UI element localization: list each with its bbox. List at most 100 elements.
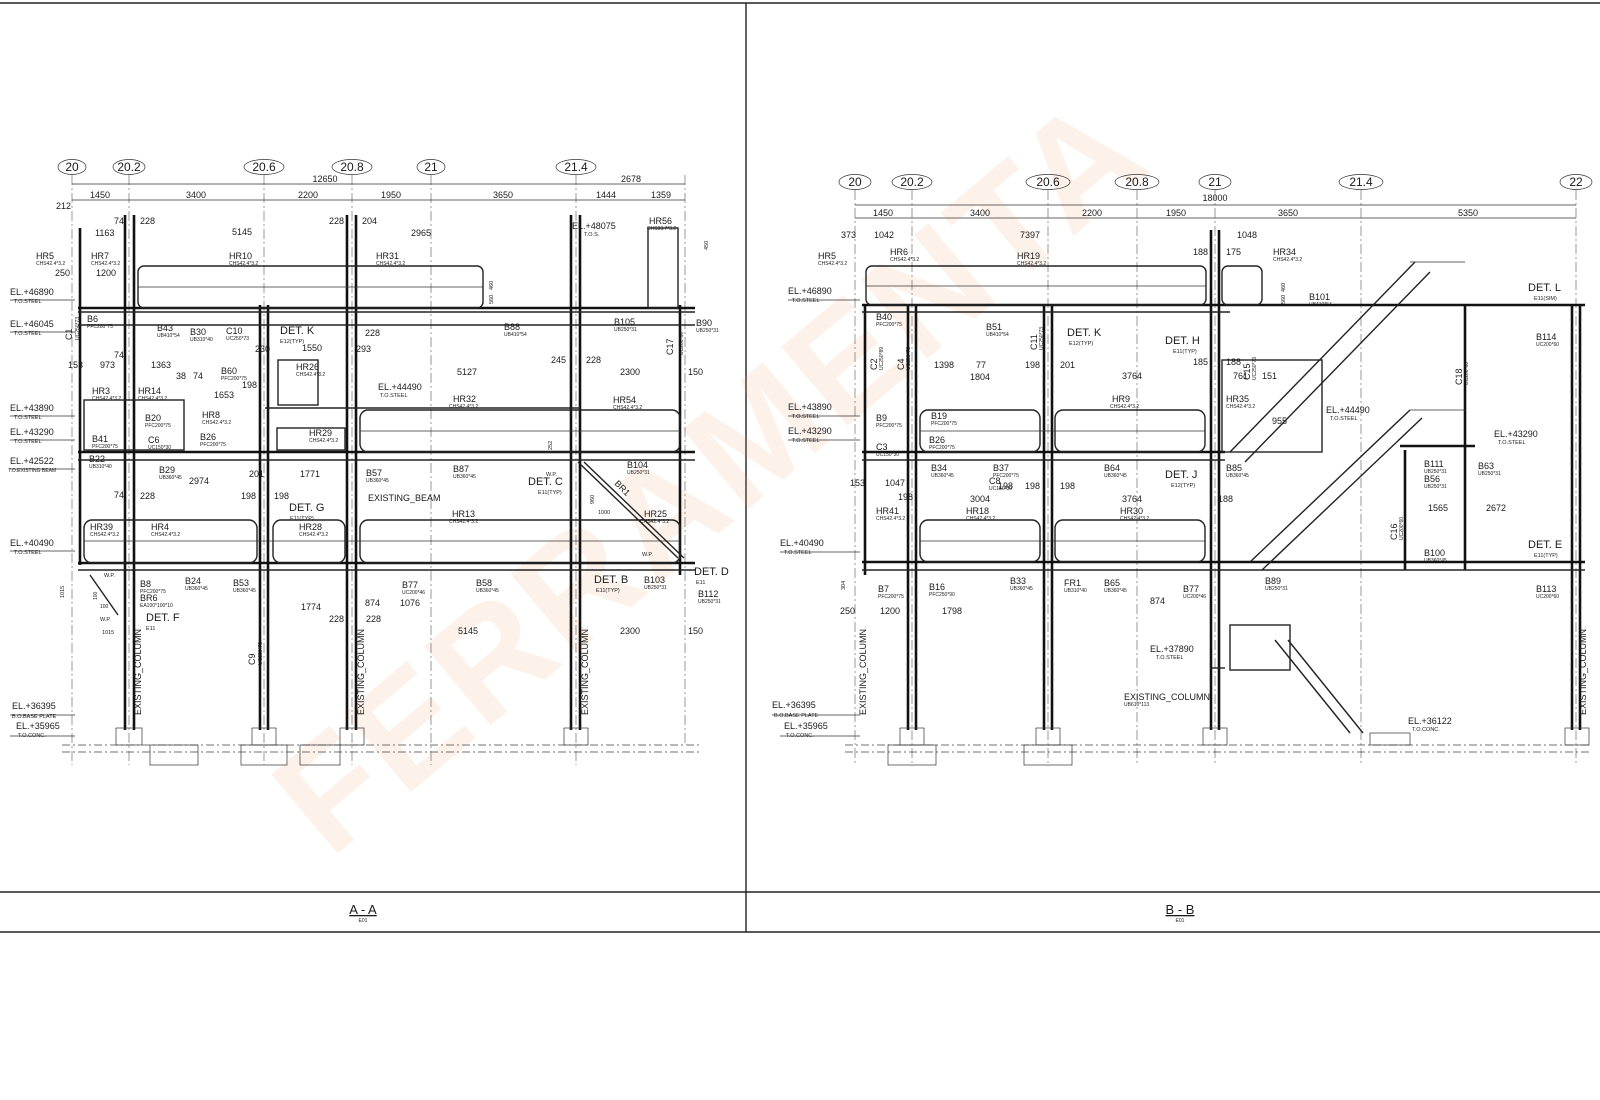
elevation-sub: T.O.STEEL <box>792 298 820 304</box>
overall-dimension: 12650 <box>312 174 337 184</box>
member-spec: CHS42.4*3.2 <box>90 532 119 538</box>
dimension: 198 <box>274 491 289 501</box>
member-spec: UB410*54 <box>157 333 180 339</box>
dimension: 250 <box>840 606 855 616</box>
handrails <box>865 265 1323 671</box>
member-tag: C4 <box>896 358 906 370</box>
dimension: 2200 <box>298 190 318 200</box>
member-tag: HR6 <box>890 247 908 257</box>
view-title: A - A E01 <box>349 902 377 924</box>
detail-tag: DET. J <box>1165 469 1197 481</box>
member-spec: PFC200*75 <box>87 324 113 330</box>
member-tag: B26 <box>200 432 216 442</box>
note: UB610*113 <box>1124 702 1149 708</box>
member-tag: B58 <box>476 578 492 588</box>
dimension: 5145 <box>232 227 252 237</box>
member-tag: B64 <box>1104 463 1120 473</box>
member-tag: HR7 <box>91 251 109 261</box>
gridline-bubble: 22 <box>1559 174 1593 190</box>
elevation-marker: EL.+35965 T.O.CONC. <box>780 721 860 739</box>
gridline-label: 20 <box>65 160 79 174</box>
member-tag: HR31 <box>376 251 399 261</box>
dimension: 2974 <box>189 476 209 486</box>
dimension: 201 <box>249 469 264 479</box>
member-tag: B57 <box>366 468 382 478</box>
dimension: 1774 <box>301 602 321 612</box>
dimension: 74 <box>114 490 124 500</box>
elevation-marker: EL.+36395 B.O.BASE PLATE <box>10 701 75 720</box>
member-spec: CHS42.4*3.2 <box>1120 516 1149 522</box>
member-tags: HR5 CHS42.4*3.2 HR6 CHS42.4*3.2 HR19 CHS… <box>818 247 1559 600</box>
member-spec: UB360*45 <box>233 588 256 594</box>
dimension: 3400 <box>186 190 206 200</box>
detail-ref: E11(TYP) <box>538 490 562 496</box>
handrails <box>83 227 681 564</box>
gridline-bubble: 20.8 <box>1114 174 1160 190</box>
dimension: 3004 <box>970 494 990 504</box>
member-tag: HR8 <box>202 410 220 420</box>
gridline-label: 20.2 <box>900 175 924 189</box>
detail-ref: E11 <box>696 580 705 586</box>
stairs <box>1229 261 1465 734</box>
member-tag: HR41 <box>876 506 899 516</box>
elevation-sub: T.O.STEEL <box>380 393 408 399</box>
dimension: 1450 <box>873 208 893 218</box>
member-tag: C8 <box>989 476 1001 486</box>
elevation-marker: EL.+37890 T.O.STEEL <box>1150 644 1194 661</box>
member-spec: CHS42.4*3.2 <box>309 438 338 444</box>
member-tag: HR28 <box>299 522 322 532</box>
dimension: 7397 <box>1020 230 1040 240</box>
member-spec: PFC200*75 <box>92 444 118 450</box>
member-tag: B40 <box>876 312 892 322</box>
member-tag: B56 <box>1424 474 1440 484</box>
member-spec: UB410*54 <box>986 332 1009 338</box>
member-spec: UC150*30 <box>876 452 899 458</box>
member-spec: UB250*31 <box>696 328 719 334</box>
member-tag: C6 <box>148 435 160 445</box>
note: EXISTING_COLUMN <box>356 629 366 715</box>
dimension: 1398 <box>934 360 954 370</box>
member-spec: CHS42.4*3.2 <box>151 532 180 538</box>
member-spec: CHS42.4*3.2 <box>92 396 121 402</box>
member-spec: UB360*45 <box>1226 473 1249 479</box>
member-spec: CHS42.4*3.2 <box>449 404 478 410</box>
member-spec: UB250*31 <box>644 585 667 591</box>
member-tag: HR39 <box>90 522 113 532</box>
member-spec: PFC200*75 <box>200 442 226 448</box>
gridline-bubble: 21 <box>1198 174 1232 190</box>
member-tag: HR32 <box>453 394 476 404</box>
member-tag: C3 <box>876 442 888 452</box>
elevation-sub: T.O.CONC. <box>786 733 814 739</box>
dimension: 2672 <box>1486 503 1506 513</box>
member-spec: CHS42.4*3.2 <box>1017 261 1046 267</box>
dimension: 228 <box>366 614 381 624</box>
bracing <box>89 461 685 616</box>
member-spec: PFC200*75 <box>993 473 1019 479</box>
gridline-bubble: 20.6 <box>243 159 285 175</box>
note: EXISTING_BEAM <box>368 493 441 503</box>
member-spec: CHS42.4*3.2 <box>299 532 328 538</box>
elevation-sub: T.O.EXISTING BEAM <box>8 468 56 474</box>
dimension: 198 <box>242 380 257 390</box>
member-spec: UB250*31 <box>1265 586 1288 592</box>
dimension: 74 <box>114 216 124 226</box>
dimension: 151 <box>1262 371 1277 381</box>
member-tag: B60 <box>221 366 237 376</box>
notes: EXISTING_BEAM EXISTING_COLUMN EXISTING_C… <box>100 472 653 715</box>
dimension: 1048 <box>1237 230 1257 240</box>
view-sheet-ref: E01 <box>359 918 368 924</box>
gridline-bubble: 20.8 <box>331 159 373 175</box>
member-spec: UB250*31 <box>614 327 637 333</box>
member-spec: PFC200*75 <box>140 589 166 595</box>
member-spec: CHS33.7*3.2 <box>647 226 676 232</box>
member-spec: UC250*89 <box>879 347 885 370</box>
member-tag: B53 <box>233 578 249 588</box>
dimension: 450 <box>704 241 710 250</box>
dimension: 874 <box>1150 596 1165 606</box>
member-tag: B24 <box>185 576 201 586</box>
elevation-sub: T.O.STEEL <box>792 438 820 444</box>
member-tag: B9 <box>876 413 887 423</box>
elevation-label: EL.+42522 <box>10 456 54 466</box>
member-tag: HR13 <box>452 509 475 519</box>
